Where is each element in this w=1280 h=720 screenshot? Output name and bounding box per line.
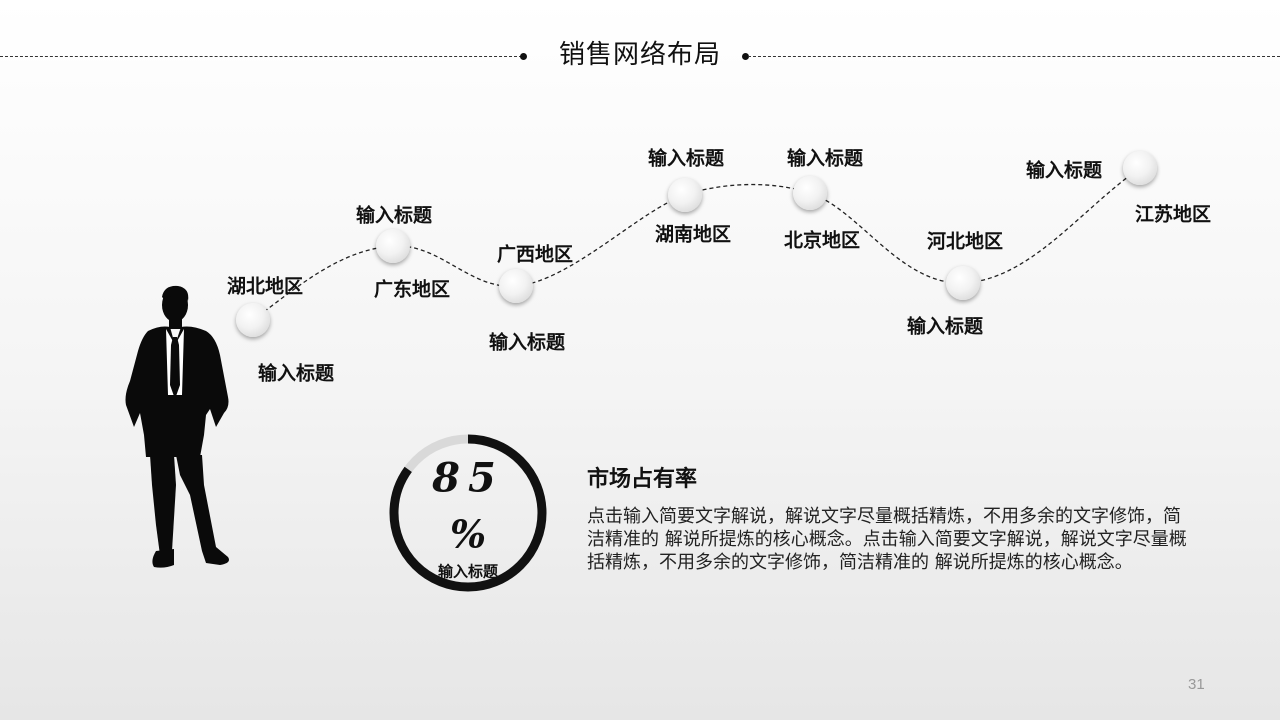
ring-percent-value: 85 [432,454,504,502]
page-title: 销售网络布局 [558,40,721,70]
ring-percent-sign: % [449,511,487,557]
market-share-title: 市场占有率 [587,467,698,492]
market-share-ring [389,434,547,592]
caption-label-hebei: 输入标题 [906,315,984,338]
title-rule-left [0,56,522,57]
caption-label-hunan: 输入标题 [647,147,725,170]
region-label-jiangsu: 江苏地区 [1134,203,1212,226]
caption-label-guangdong: 输入标题 [355,204,433,227]
timeline-node-beijing [793,176,827,210]
caption-label-beijing: 输入标题 [786,147,864,170]
caption-label-guangxi: 输入标题 [488,331,566,354]
timeline-node-jiangsu [1123,151,1157,185]
region-label-beijing: 北京地区 [783,229,861,252]
title-rule-right [748,56,1280,57]
region-label-guangxi: 广西地区 [496,243,574,266]
region-label-hebei: 河北地区 [926,230,1004,253]
timeline-node-guangxi [499,269,533,303]
timeline-node-guangdong [376,229,410,263]
market-share-description: 点击输入简要文字解说，解说文字尽量概括精炼，不用多余的文字修饰，简洁精准的 解说… [587,506,1187,573]
title-rule-right-dot [742,53,749,60]
title-rule-left-dot [520,53,527,60]
region-label-hubei: 湖北地区 [226,275,304,298]
ring-progress [389,434,547,592]
caption-label-hubei: 输入标题 [257,362,335,385]
region-label-guangdong: 广东地区 [373,278,451,301]
timeline-node-hunan [668,178,702,212]
businessman-silhouette-icon [125,285,229,568]
page-number: 31 [1188,676,1205,693]
timeline-node-hebei [946,266,980,300]
ring-caption: 输入标题 [437,562,499,581]
region-label-hunan: 湖南地区 [654,223,732,246]
caption-label-jiangsu: 输入标题 [1025,159,1103,182]
timeline-node-hubei [236,303,270,337]
